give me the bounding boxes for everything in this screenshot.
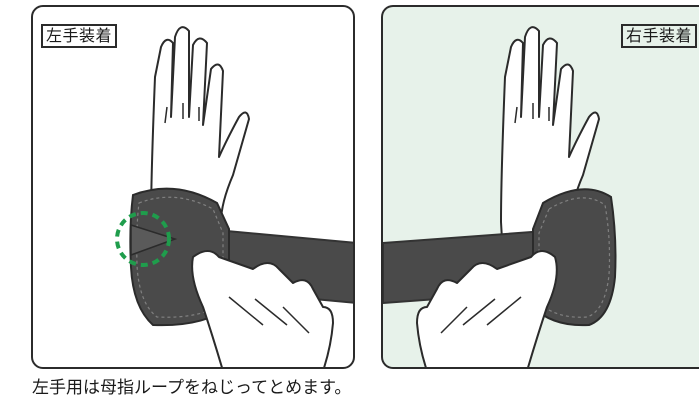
left-hand-label: 左手装着 — [41, 24, 118, 48]
right-hand-label: 右手装着 — [620, 24, 697, 48]
panel-left-hand: 左手装着 — [31, 5, 355, 369]
panel-right-hand: 右手装着 — [381, 5, 699, 369]
left-hand-illustration-icon — [115, 26, 353, 367]
dashed-circle-icon — [115, 211, 171, 267]
caption-text: 左手用は母指ループをねじってとめます。 — [32, 378, 352, 398]
right-hand-illustration-icon — [383, 26, 617, 367]
